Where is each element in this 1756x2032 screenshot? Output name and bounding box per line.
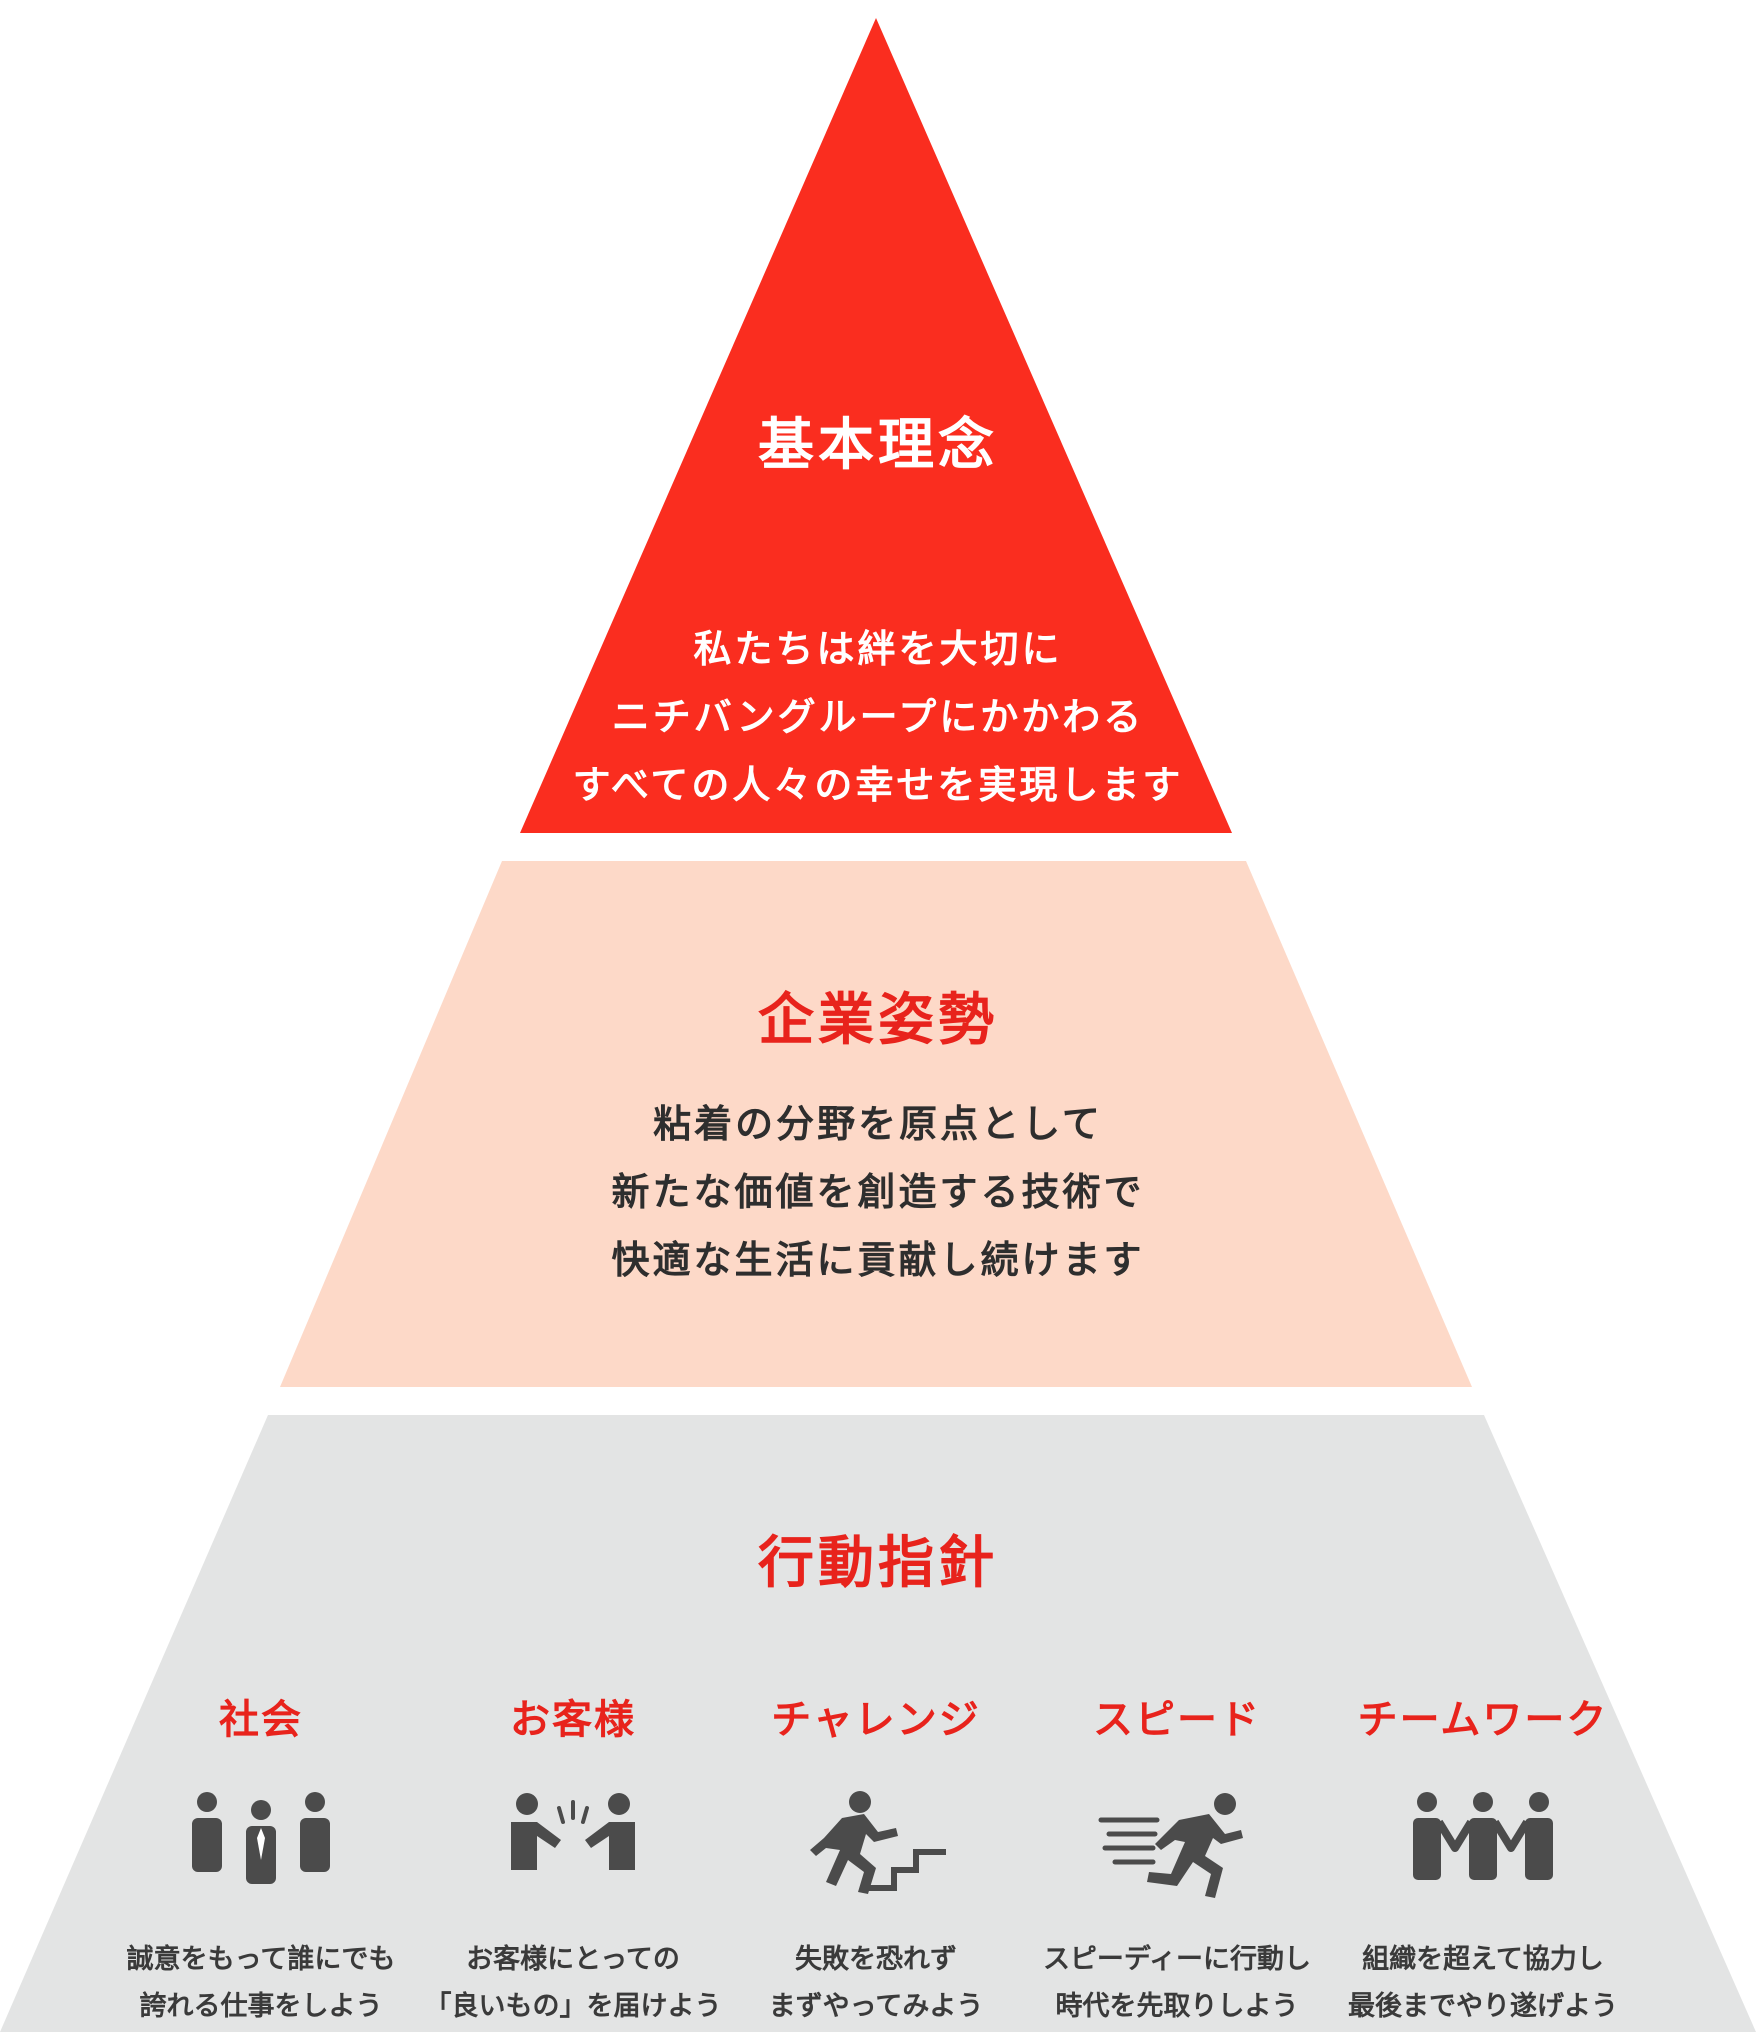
pillar-society: 社会 誠意をもって誰にでも 誇れる仕事をしよう [111,1692,411,2030]
pillar-description-line: 「良いもの」を届けよう [424,1991,722,2022]
pillar-description-line: スピーディーに行動し [1042,1944,1312,1975]
pillar-description: 失敗を恐れず まずやってみよう [726,1936,1026,2030]
pillar-description-line: 失敗を恐れず [795,1944,957,1975]
pillar-teamwork: チームワーク 組織を超えて協力し 最後までやり遂げよう [1333,1692,1633,2030]
pillar-title: チャレンジ [771,1697,981,1743]
pillar-speed: スピード スピーディーに行動し 時代を先取りしよう [1027,1692,1327,2030]
top-tier-shape [520,18,1232,833]
conduct-title: 行動指針 [758,1531,998,1596]
pillar-title: 社会 [219,1697,303,1743]
philosophy-text: 私たちは絆を大切に ニチバングループにかかわる すべての人々の幸せを実現します [0,615,1756,819]
pillar-description: 組織を超えて協力し 最後までやり遂げよう [1333,1936,1633,2030]
running-person-icon [1098,1793,1243,1898]
pillar-description-line: 誇れる仕事をしよう [139,1991,383,2022]
handshake-icon [511,1793,635,1870]
pillar-title: スピード [1093,1697,1261,1743]
pillar-description: スピーディーに行動し 時代を先取りしよう [1027,1936,1327,2030]
pillar-title: チームワーク [1357,1697,1609,1743]
philosophy-line: すべての人々の幸せを実現します [572,763,1184,807]
pillar-description-line: お客様にとっての [466,1944,680,1975]
stance-text: 粘着の分野を原点として 新たな価値を創造する技術で 快適な生活に貢献し続けます [0,1090,1756,1294]
climbing-stairs-icon [810,1791,946,1894]
philosophy-line: ニチバングループにかかわる [611,695,1145,739]
pillar-customers: お客様 お客様にとっての 「良いもの」を届けよう [423,1692,723,2030]
bottom-tier-shape [0,1415,1756,2032]
team-holding-hands-icon [1413,1792,1553,1880]
pillar-description-line: まずやってみよう [768,1991,984,2022]
pillar-title: お客様 [510,1697,636,1743]
stance-line: 新たな価値を創造する技術で [611,1170,1145,1214]
pillar-description-line: 時代を先取りしよう [1055,1991,1299,2022]
stance-line: 粘着の分野を原点として [653,1102,1103,1146]
pillar-challenge: チャレンジ 失敗を恐れず まずやってみよう [726,1692,1026,2030]
stance-title: 企業姿勢 [758,988,998,1053]
pillar-description-line: 組織を超えて協力し [1362,1944,1604,1975]
philosophy-line: 私たちは絆を大切に [693,627,1063,671]
pillar-description-line: 誠意をもって誰にでも [126,1944,396,1975]
three-people-icon [192,1792,330,1884]
pillar-description: 誠意をもって誰にでも 誇れる仕事をしよう [111,1936,411,2030]
middle-tier-shape [280,861,1472,1387]
pillar-description-line: 最後までやり遂げよう [1348,1991,1618,2022]
pillar-description: お客様にとっての 「良いもの」を届けよう [423,1936,723,2030]
stance-line: 快適な生活に貢献し続けます [611,1238,1145,1282]
philosophy-title: 基本理念 [758,413,998,478]
